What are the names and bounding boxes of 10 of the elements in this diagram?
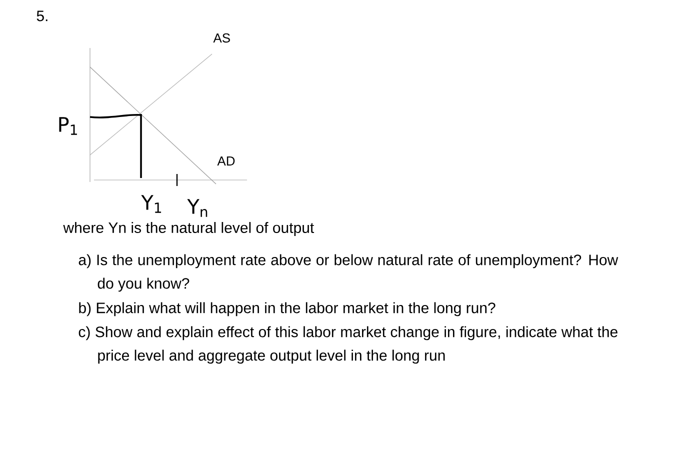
question-number: 5.	[36, 10, 48, 22]
handwritten-label: P$_{1}$	[59, 117, 77, 135]
curve-label: AS	[213, 33, 230, 43]
question-text: a) Is the unemployment rate above or below natural rate of unemployment? How do you know?	[78, 254, 618, 292]
handwritten-label: Y$_{n}$	[187, 199, 208, 217]
handwritten-label: Y$_{1}$	[141, 195, 162, 213]
question-text: b) Explain what will happen in the labor market in the long run?	[79, 302, 496, 316]
question-text: c) Show and explain effect of this labor market change in figure, indicate what the price level and aggregate output level in the long run	[78, 326, 618, 364]
curve-label: AD	[217, 156, 235, 166]
note-text: where Yn is the natural level of output	[63, 222, 314, 236]
